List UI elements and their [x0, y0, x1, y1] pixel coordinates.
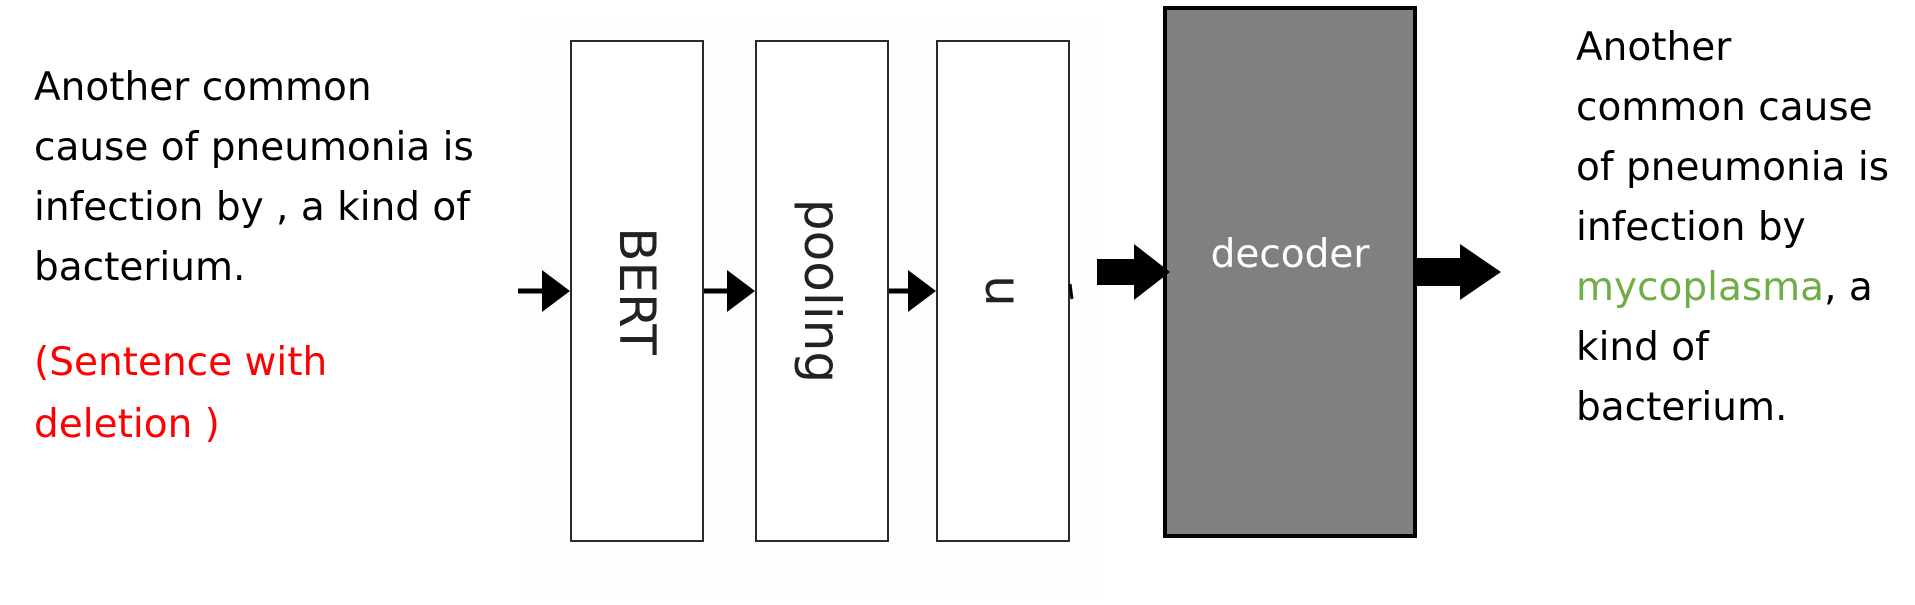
bert-block: BERT: [570, 40, 704, 542]
output-suffix: , a kind of bacterium.: [1576, 265, 1873, 430]
arrow-into-decoder: [1097, 244, 1170, 300]
arrow-into-bert: [518, 270, 570, 312]
input-note-line1: (Sentence with: [34, 340, 328, 385]
arrow-pooling-to-u: [889, 270, 936, 312]
inserted-word: mycoplasma: [1576, 265, 1825, 310]
input-note-line2: deletion ): [34, 402, 220, 447]
pooling-block: pooling: [755, 40, 889, 542]
arrow-out-of-decoder: [1417, 244, 1501, 300]
input-note: (Sentence with deletion ): [34, 332, 474, 456]
output-prefix: Another common cause of pneumonia is inf…: [1576, 25, 1890, 250]
decoder-label: decoder: [1210, 232, 1370, 277]
output-sentence: Another common cause of pneumonia is inf…: [1576, 18, 1906, 438]
input-sentence: Another common cause of pneumonia is inf…: [34, 65, 474, 290]
decoder-block: decoder: [1163, 6, 1417, 538]
arrow-bert-to-pooling: [704, 270, 755, 312]
u-block: u: [936, 40, 1070, 542]
u-edge-mark: [1068, 283, 1074, 300]
